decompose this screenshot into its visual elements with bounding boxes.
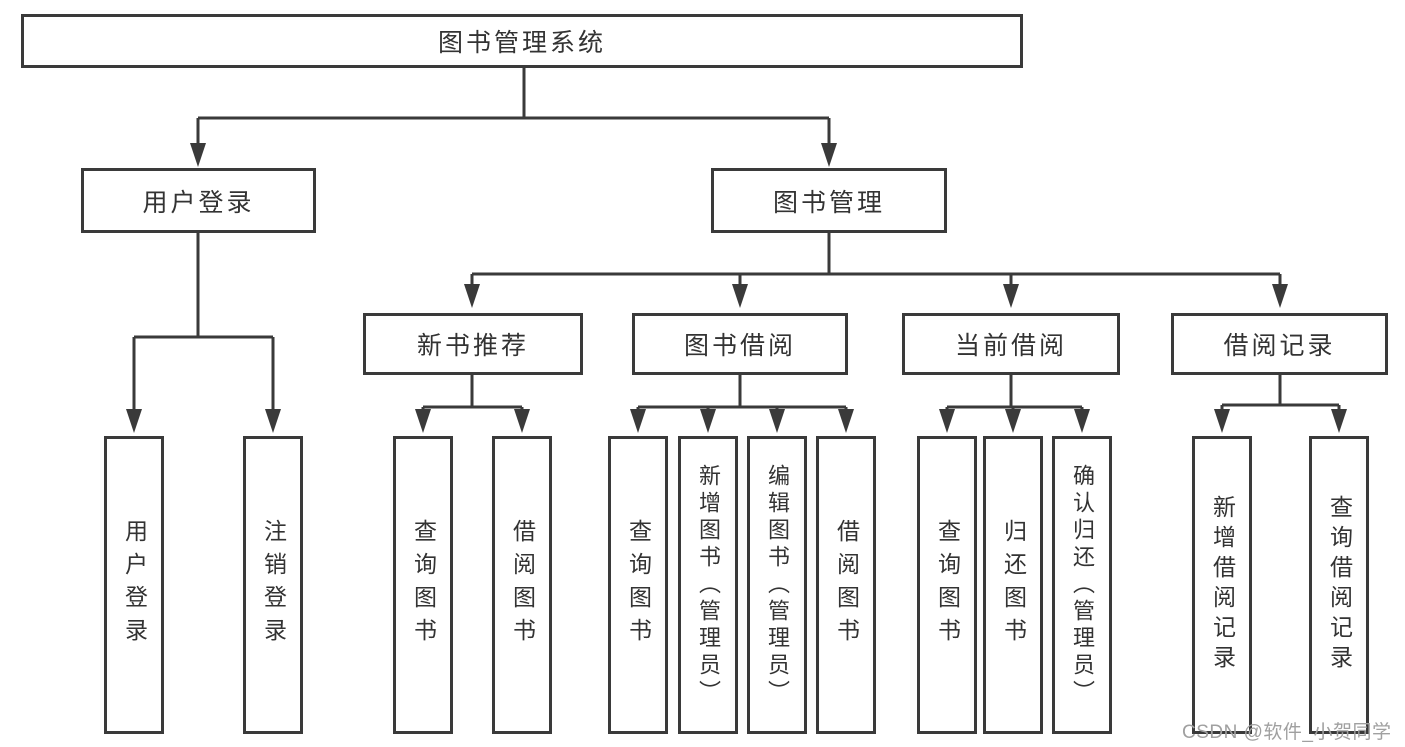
node-book-borrow: 图书借阅: [632, 313, 848, 375]
node-leaf-borrow-books: 借阅图书: [816, 436, 876, 734]
node-leaf-recommend-borrow-books: 借阅图书: [492, 436, 552, 734]
node-leaf-borrow-query-books-label: 查询图书: [625, 519, 652, 651]
arrowhead-icon: [630, 409, 646, 433]
node-new-book-recommend-label: 新书推荐: [416, 332, 529, 360]
csdn-watermark: CSDN @软件_小贺同学: [1182, 722, 1392, 743]
arrowhead-icon: [1331, 409, 1347, 433]
node-root-label: 图书管理系统: [437, 29, 606, 57]
arrowhead-icon: [415, 409, 431, 433]
node-leaf-current-query-books-label: 查询图书: [934, 519, 961, 651]
node-leaf-add-books-admin-label: 新增图书（管理员）: [696, 463, 721, 707]
node-leaf-recommend-query-books: 查询图书: [393, 436, 453, 734]
arrowhead-icon: [838, 409, 854, 433]
node-leaf-confirm-return-admin: 确认归还（管理员）: [1052, 436, 1112, 734]
node-leaf-user-login: 用户登录: [104, 436, 164, 734]
node-borrow-records-label: 借阅记录: [1223, 332, 1336, 360]
node-leaf-confirm-return-admin-label: 确认归还（管理员）: [1070, 463, 1095, 707]
node-book-borrow-label: 图书借阅: [683, 332, 796, 360]
node-leaf-add-borrow-record-label: 新增借阅记录: [1209, 495, 1236, 675]
arrowhead-icon: [514, 409, 530, 433]
node-user-login: 用户登录: [81, 168, 316, 233]
node-leaf-add-books-admin: 新增图书（管理员）: [678, 436, 738, 734]
arrowhead-icon: [700, 409, 716, 433]
node-leaf-recommend-borrow-books-label: 借阅图书: [509, 519, 536, 651]
arrowhead-icon: [732, 284, 748, 308]
node-leaf-borrow-books-label: 借阅图书: [833, 519, 860, 651]
arrowhead-icon: [1074, 409, 1090, 433]
node-book-management-label: 图书管理: [772, 188, 885, 217]
arrowhead-icon: [126, 409, 142, 433]
node-leaf-edit-books-admin: 编辑图书（管理员）: [747, 436, 807, 734]
node-leaf-add-borrow-record: 新增借阅记录: [1192, 436, 1252, 734]
arrowhead-icon: [190, 143, 206, 167]
node-leaf-return-books: 归还图书: [983, 436, 1043, 734]
node-new-book-recommend: 新书推荐: [363, 313, 583, 375]
node-current-borrow-label: 当前借阅: [954, 332, 1067, 360]
arrowhead-icon: [1003, 284, 1019, 308]
node-leaf-return-books-label: 归还图书: [1000, 519, 1027, 651]
arrowhead-icon: [769, 409, 785, 433]
arrowhead-icon: [1272, 284, 1288, 308]
arrowhead-icon: [1214, 409, 1230, 433]
arrowhead-icon: [1005, 409, 1021, 433]
node-leaf-current-query-books: 查询图书: [917, 436, 977, 734]
node-user-login-label: 用户登录: [142, 188, 255, 217]
arrowhead-icon: [821, 143, 837, 167]
node-leaf-logout: 注销登录: [243, 436, 303, 734]
node-root: 图书管理系统: [21, 14, 1023, 68]
node-leaf-query-borrow-record-label: 查询借阅记录: [1326, 495, 1353, 675]
arrowhead-icon: [464, 284, 480, 308]
node-current-borrow: 当前借阅: [902, 313, 1120, 375]
node-leaf-user-login-label: 用户登录: [121, 519, 148, 651]
node-leaf-borrow-query-books: 查询图书: [608, 436, 668, 734]
arrowhead-icon: [939, 409, 955, 433]
node-leaf-edit-books-admin-label: 编辑图书（管理员）: [765, 463, 790, 707]
node-book-management: 图书管理: [711, 168, 947, 233]
node-leaf-logout-label: 注销登录: [260, 519, 287, 651]
arrowhead-icon: [265, 409, 281, 433]
node-leaf-recommend-query-books-label: 查询图书: [410, 519, 437, 651]
node-borrow-records: 借阅记录: [1171, 313, 1388, 375]
node-leaf-query-borrow-record: 查询借阅记录: [1309, 436, 1369, 734]
